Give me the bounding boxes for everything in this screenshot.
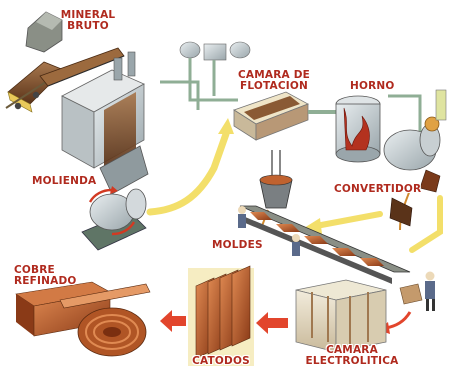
label-catodos: CATODOS [188, 356, 254, 367]
label-camara-electrolitica: CAMARA ELECTROLITICA [304, 345, 400, 367]
electrolytic-chamber [296, 280, 386, 352]
flow-arrow-to-refined-copper [160, 310, 186, 332]
flow-arrow-to-cathodes [256, 312, 288, 334]
flow-arrow-mill-to-flotation [150, 118, 234, 212]
label-cobre-refinado-line2: REFINADO [14, 276, 77, 287]
flotation-chamber [234, 92, 308, 140]
label-cobre-refinado: COBRE REFINADO [14, 265, 77, 287]
cathodes [188, 266, 254, 366]
label-mineral-bruto: MINERAL BRUTO [56, 10, 120, 32]
label-molienda: MOLIENDA [32, 176, 96, 187]
converter [384, 90, 446, 230]
mold-conveyor [238, 206, 410, 284]
label-convertidor: CONVERTIDOR [334, 184, 421, 195]
refined-copper-products [16, 282, 150, 356]
label-camara-electrolitica-line2: ELECTROLITICA [304, 356, 400, 367]
label-camara-flotacion: CAMARA DE FLOTACION [226, 70, 322, 92]
furnace [336, 96, 380, 162]
label-camara-flotacion-line2: FLOTACION [226, 81, 322, 92]
label-moldes: MOLDES [212, 240, 263, 251]
worker-with-anode [400, 272, 435, 312]
label-horno: HORNO [350, 81, 395, 92]
label-mineral-bruto-line2: BRUTO [56, 21, 120, 32]
ore-wagon [6, 62, 64, 112]
ball-mill [82, 186, 146, 250]
